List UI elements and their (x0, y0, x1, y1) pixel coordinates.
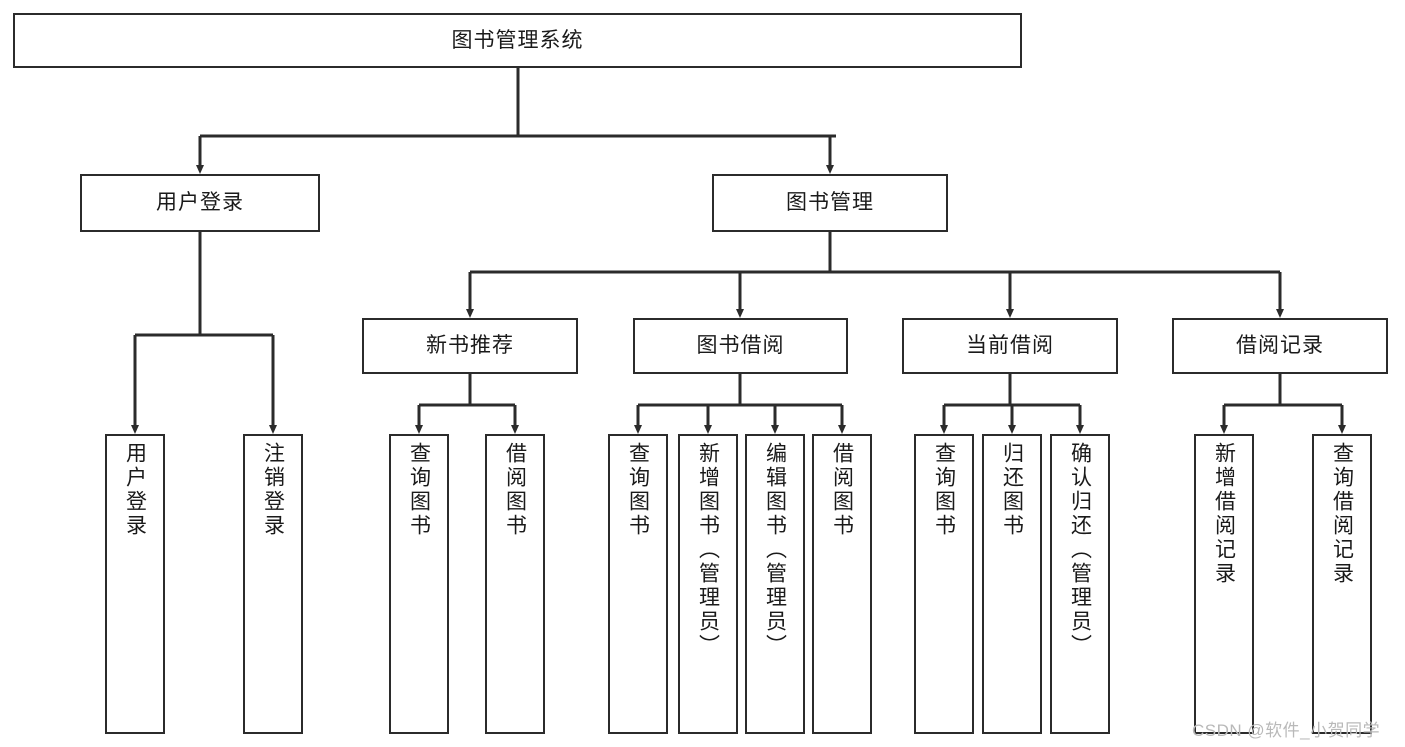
node-leaf-query-book-rec-label: 查询图书 (407, 442, 431, 538)
node-leaf-user-login-label: 用户登录 (123, 442, 147, 538)
node-user-login-label: 用户登录 (156, 191, 244, 215)
node-new-book-rec[interactable]: 新书推荐 (362, 318, 578, 374)
node-leaf-borrow-book[interactable]: 借阅图书 (812, 434, 872, 734)
node-leaf-query-record[interactable]: 查询借阅记录 (1312, 434, 1372, 734)
node-leaf-user-logout-label: 注销登录 (261, 442, 285, 538)
node-leaf-borrow-book-label: 借阅图书 (830, 442, 854, 538)
node-leaf-user-logout[interactable]: 注销登录 (243, 434, 303, 734)
node-leaf-query-book-borrow-label: 查询图书 (626, 442, 650, 538)
node-leaf-query-book-borrow[interactable]: 查询图书 (608, 434, 668, 734)
node-book-borrow[interactable]: 图书借阅 (633, 318, 848, 374)
node-root-label: 图书管理系统 (451, 28, 584, 52)
node-borrow-record-label: 借阅记录 (1236, 334, 1324, 358)
node-book-borrow-label: 图书借阅 (696, 334, 785, 358)
node-book-mgmt[interactable]: 图书管理 (712, 174, 948, 232)
node-current-borrow[interactable]: 当前借阅 (902, 318, 1118, 374)
node-leaf-borrow-book-rec-label: 借阅图书 (503, 442, 527, 538)
node-leaf-add-record-label: 新增借阅记录 (1212, 442, 1236, 586)
node-leaf-query-record-label: 查询借阅记录 (1330, 442, 1354, 586)
node-current-borrow-label: 当前借阅 (966, 334, 1054, 358)
node-leaf-borrow-book-rec[interactable]: 借阅图书 (485, 434, 545, 734)
node-leaf-add-book-label: 新增图书（管理员） (696, 442, 720, 658)
node-leaf-confirm-return[interactable]: 确认归还（管理员） (1050, 434, 1110, 734)
node-leaf-confirm-return-label: 确认归还（管理员） (1068, 442, 1092, 658)
node-borrow-record[interactable]: 借阅记录 (1172, 318, 1388, 374)
node-leaf-edit-book[interactable]: 编辑图书（管理员） (745, 434, 805, 734)
node-leaf-return-book[interactable]: 归还图书 (982, 434, 1042, 734)
node-leaf-user-login[interactable]: 用户登录 (105, 434, 165, 734)
node-book-mgmt-label: 图书管理 (786, 191, 874, 215)
node-leaf-add-book[interactable]: 新增图书（管理员） (678, 434, 738, 734)
node-leaf-query-book-current-label: 查询图书 (932, 442, 956, 538)
node-leaf-query-book-rec[interactable]: 查询图书 (389, 434, 449, 734)
node-leaf-add-record[interactable]: 新增借阅记录 (1194, 434, 1254, 734)
node-leaf-edit-book-label: 编辑图书（管理员） (763, 442, 787, 658)
node-user-login[interactable]: 用户登录 (80, 174, 320, 232)
node-leaf-return-book-label: 归还图书 (1000, 442, 1024, 538)
node-new-book-rec-label: 新书推荐 (426, 334, 514, 358)
node-leaf-query-book-current[interactable]: 查询图书 (914, 434, 974, 734)
node-root[interactable]: 图书管理系统 (13, 13, 1022, 68)
